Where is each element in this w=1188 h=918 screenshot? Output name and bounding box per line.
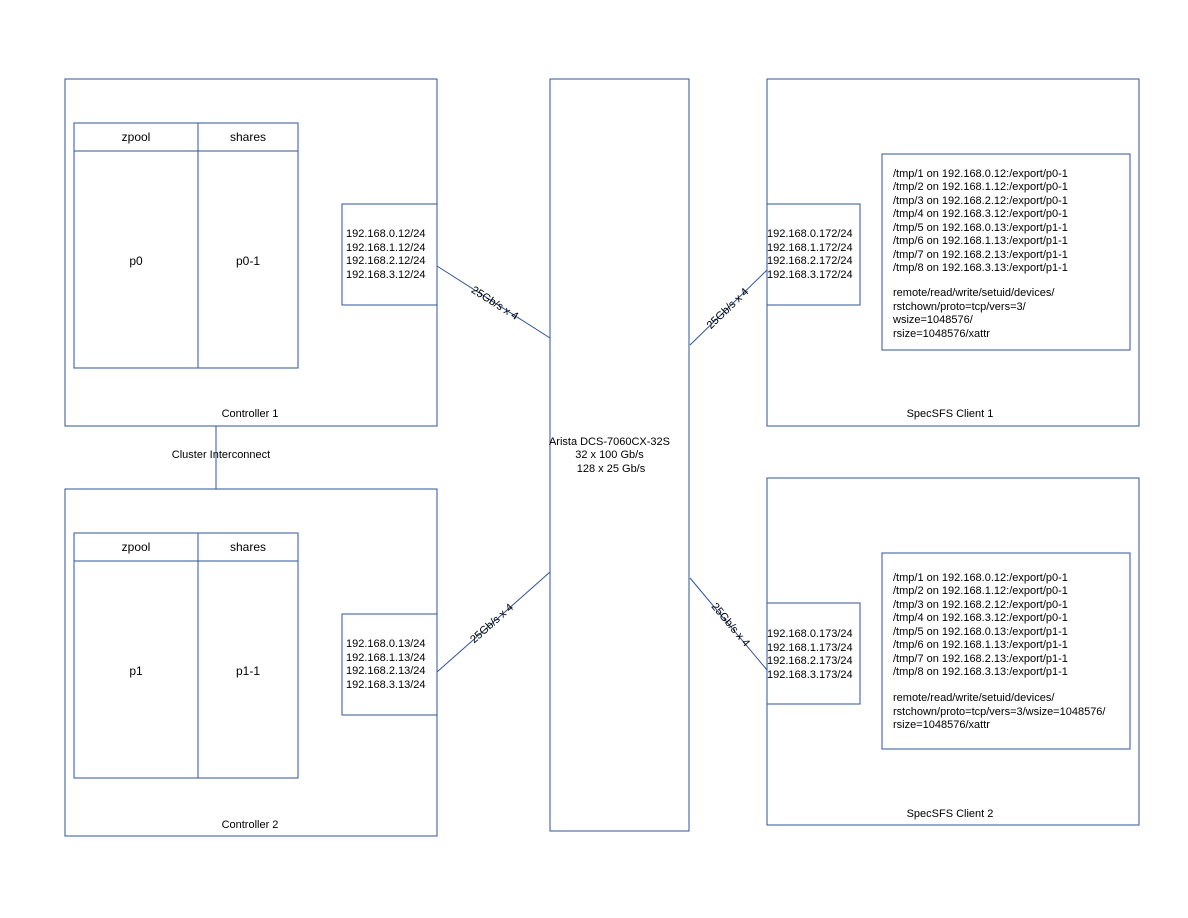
- client-1-nic-box: [766, 203, 861, 306]
- zpool-header-label: zpool: [122, 130, 151, 144]
- mount-entry: /tmp/8 on 192.168.3.13:/export/p1-1: [893, 262, 1068, 274]
- switch-description: Arista DCS-7060CX-32S 32 x 100 Gb/s 128 …: [549, 436, 673, 475]
- shares-header-cell: [197, 532, 299, 562]
- mount-option-line: rstchown/proto=tcp/vers=3/: [893, 301, 1027, 313]
- controller-2-label: Controller 2: [222, 819, 279, 831]
- share-name: p1-1: [236, 664, 260, 678]
- switch-ports-100g: 32 x 100 Gb/s: [575, 449, 644, 461]
- client-2-mounts-box: [881, 552, 1131, 750]
- ip-address: 192.168.1.172/24: [767, 242, 853, 254]
- mount-entry: /tmp/3 on 192.168.2.12:/export/p0-1: [893, 599, 1068, 611]
- cluster-interconnect-label: Cluster Interconnect: [172, 449, 270, 461]
- ip-address: 192.168.2.12/24: [346, 255, 426, 267]
- ip-address: 192.168.3.172/24: [767, 269, 853, 281]
- link-label-controller2: 25Gb/s x 4: [468, 602, 516, 646]
- switch-box: [549, 78, 690, 832]
- controller-2-ip-list: 192.168.0.13/24 192.168.1.13/24 192.168.…: [346, 638, 429, 691]
- ip-address: 192.168.1.12/24: [346, 242, 426, 254]
- client-2-nic-box: [766, 602, 861, 705]
- link-controller1-switch: [436, 265, 551, 339]
- zpool-name: p1: [129, 664, 143, 678]
- mount-entry: /tmp/7 on 192.168.2.13:/export/p1-1: [893, 249, 1068, 261]
- controller-2-nic-box: [341, 613, 438, 716]
- shares-value-cell: [197, 150, 299, 369]
- mount-entry: /tmp/2 on 192.168.1.12:/export/p0-1: [893, 181, 1068, 193]
- ip-address: 192.168.0.172/24: [767, 228, 853, 240]
- mount-entry: /tmp/1 on 192.168.0.12:/export/p0-1: [893, 168, 1068, 180]
- mount-entry: /tmp/8 on 192.168.3.13:/export/p1-1: [893, 666, 1068, 678]
- mount-entry: /tmp/5 on 192.168.0.13:/export/p1-1: [893, 222, 1068, 234]
- link-switch-client2: [689, 577, 768, 671]
- ip-address: 192.168.3.12/24: [346, 269, 426, 281]
- specsfs-client-1: 192.168.0.172/24 192.168.1.172/24 192.16…: [766, 78, 1140, 427]
- controller-1-label: Controller 1: [222, 408, 279, 420]
- mount-entry: /tmp/6 on 192.168.1.13:/export/p1-1: [893, 639, 1068, 651]
- ip-address: 192.168.2.173/24: [767, 655, 853, 667]
- mount-option-line: remote/read/write/setuid/devices/: [893, 692, 1055, 704]
- zpool-value-cell: [73, 150, 199, 369]
- mount-entry: /tmp/4 on 192.168.3.12:/export/p0-1: [893, 208, 1068, 220]
- client-1-label: SpecSFS Client 1: [907, 408, 994, 420]
- mount-entry: /tmp/1 on 192.168.0.12:/export/p0-1: [893, 572, 1068, 584]
- link-label-client2: 25Gb/s x 4: [709, 601, 752, 649]
- switch: Arista DCS-7060CX-32S 32 x 100 Gb/s 128 …: [549, 78, 690, 832]
- shares-header-label: shares: [230, 540, 266, 554]
- controller-1-nic-box: [341, 203, 438, 306]
- controller-2: zpool shares p1 p1-1 192.168.0.13/24 192…: [64, 488, 438, 837]
- ip-address: 192.168.2.13/24: [346, 665, 426, 677]
- link-label-controller1: 25Gb/s x 4: [469, 284, 520, 323]
- share-name: p0-1: [236, 254, 260, 268]
- mount-option-line: wsize=1048576/: [892, 314, 974, 326]
- ip-address: 192.168.2.172/24: [767, 255, 853, 267]
- shares-header-label: shares: [230, 130, 266, 144]
- mount-entry: /tmp/7 on 192.168.2.13:/export/p1-1: [893, 653, 1068, 665]
- mount-entry: /tmp/2 on 192.168.1.12:/export/p0-1: [893, 585, 1068, 597]
- shares-value-cell: [197, 560, 299, 779]
- mount-option-line: rsize=1048576/xattr: [893, 328, 990, 340]
- mount-entry: /tmp/4 on 192.168.3.12:/export/p0-1: [893, 612, 1068, 624]
- ip-address: 192.168.3.173/24: [767, 669, 853, 681]
- controller-1-ip-list: 192.168.0.12/24 192.168.1.12/24 192.168.…: [346, 228, 429, 281]
- client-2-ip-list: 192.168.0.173/24 192.168.1.173/24 192.16…: [767, 628, 856, 681]
- specsfs-client-2: 192.168.0.173/24 192.168.1.173/24 192.16…: [766, 477, 1140, 826]
- controller-2-storage-table: zpool shares p1 p1-1: [73, 532, 299, 779]
- zpool-value-cell: [73, 560, 199, 779]
- controller-1-storage-table: zpool shares p0 p0-1: [73, 122, 299, 369]
- zpool-name: p0: [129, 254, 143, 268]
- mount-entry: /tmp/6 on 192.168.1.13:/export/p1-1: [893, 235, 1068, 247]
- ip-address: 192.168.0.13/24: [346, 638, 426, 650]
- client-1-ip-list: 192.168.0.172/24 192.168.1.172/24 192.16…: [767, 228, 856, 281]
- mount-entry: /tmp/5 on 192.168.0.13:/export/p1-1: [893, 626, 1068, 638]
- switch-model: Arista DCS-7060CX-32S: [549, 436, 670, 448]
- link-label-client1: 25Gb/s x 4: [705, 286, 752, 332]
- client-1-mounts: /tmp/1 on 192.168.0.12:/export/p0-1 /tmp…: [892, 168, 1071, 340]
- client-2-mounts: /tmp/1 on 192.168.0.12:/export/p0-1 /tmp…: [893, 572, 1109, 731]
- client-2-label: SpecSFS Client 2: [907, 808, 994, 820]
- client-1-mounts-box: [881, 153, 1131, 351]
- ip-address: 192.168.3.13/24: [346, 679, 426, 691]
- zpool-header-label: zpool: [122, 540, 151, 554]
- mount-entry: /tmp/3 on 192.168.2.12:/export/p0-1: [893, 195, 1068, 207]
- link-switch-client1: [689, 269, 768, 346]
- ip-address: 192.168.1.173/24: [767, 642, 853, 654]
- switch-ports-25g: 128 x 25 Gb/s: [577, 463, 646, 475]
- ip-address: 192.168.0.173/24: [767, 628, 853, 640]
- controller-1: zpool shares p0 p0-1 192.168.0.12/24 192…: [64, 78, 438, 427]
- mount-option-line: rsize=1048576/xattr: [893, 719, 990, 731]
- mount-option-line: remote/read/write/setuid/devices/: [893, 287, 1055, 299]
- shares-header-cell: [197, 122, 299, 152]
- ip-address: 192.168.1.13/24: [346, 652, 426, 664]
- ip-address: 192.168.0.12/24: [346, 228, 426, 240]
- mount-option-line: rstchown/proto=tcp/vers=3/wsize=1048576/: [893, 706, 1106, 718]
- link-controller2-switch: [436, 571, 551, 673]
